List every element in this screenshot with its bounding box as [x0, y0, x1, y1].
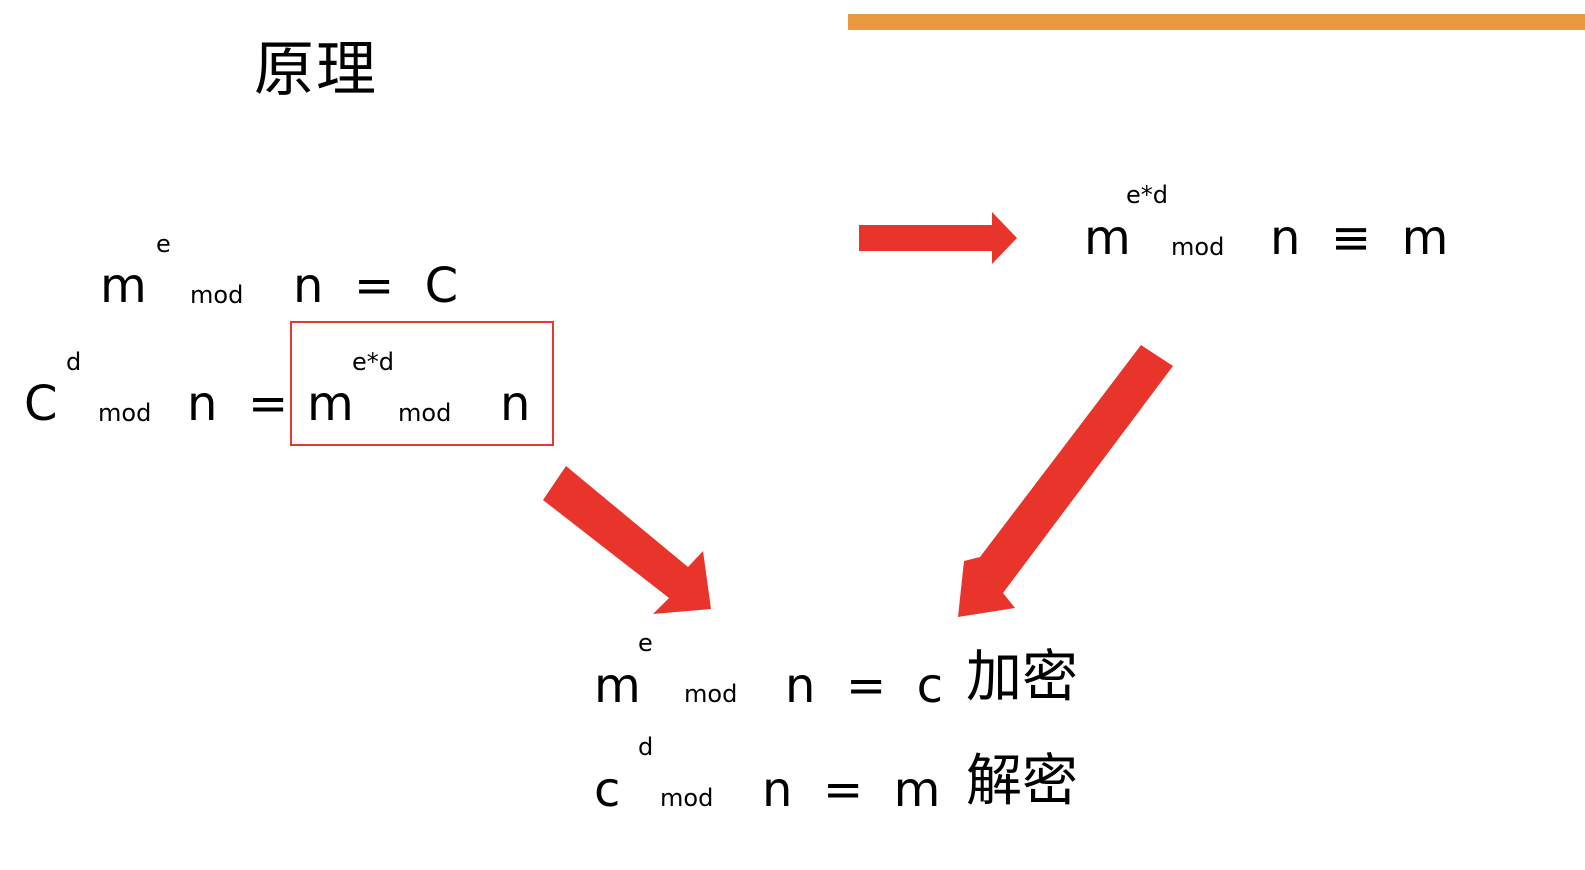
eq2-rhs-exponent: e*d — [352, 348, 394, 376]
arrow-down-left — [958, 345, 1173, 617]
eq1-rest: n = C — [293, 258, 459, 314]
eq3-exponent: e*d — [1126, 181, 1168, 209]
eq3-base: m — [1084, 210, 1131, 266]
arrow-down-right — [543, 466, 711, 614]
dec-base: c — [594, 762, 621, 818]
dec-exponent: d — [638, 733, 654, 761]
dec-mod: mod — [660, 784, 714, 812]
arrow-right — [859, 212, 1017, 264]
eq1-mod: mod — [190, 281, 244, 309]
accent-bar — [848, 14, 1585, 30]
eq2-lhs-mod: mod — [98, 399, 152, 427]
page-title: 原理 — [254, 35, 378, 105]
enc-exponent: e — [638, 629, 653, 657]
eq1-base: m — [100, 258, 147, 314]
eq1-exponent: e — [156, 230, 171, 258]
dec-label: 解密 — [966, 749, 1078, 814]
eq3-rest: n ≡ m — [1270, 210, 1449, 266]
enc-label: 加密 — [966, 645, 1078, 710]
eq2-rhs-rest: n — [500, 376, 531, 432]
eq3-mod: mod — [1171, 233, 1225, 261]
eq2-lhs-rest: n = — [187, 376, 289, 432]
eq2-lhs-exponent: d — [66, 348, 82, 376]
eq2-lhs-base: C — [24, 376, 58, 432]
eq2-rhs-base: m — [307, 376, 354, 432]
eq2-rhs-mod: mod — [398, 399, 452, 427]
enc-mod: mod — [684, 680, 738, 708]
dec-rest: n = m — [762, 762, 941, 818]
enc-base: m — [594, 658, 641, 714]
enc-rest: n = c — [785, 658, 944, 714]
highlight-box — [290, 321, 554, 446]
